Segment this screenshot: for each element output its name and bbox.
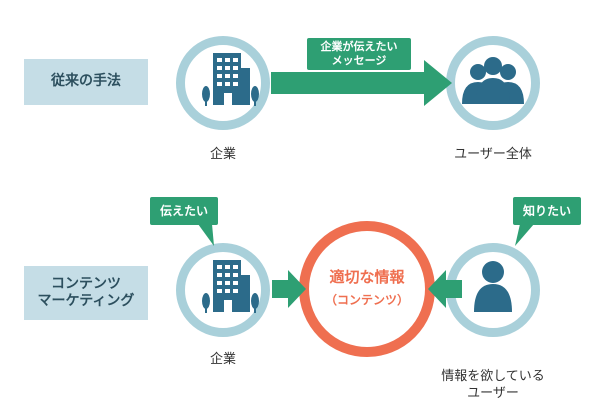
building-icon — [202, 53, 259, 106]
message-arrow-label-text: 企業が伝えたい メッセージ — [320, 40, 398, 67]
traditional-label: 従来の手法 — [24, 59, 148, 105]
building-icon-bottom — [202, 260, 259, 313]
company-caption-top-text: 企業 — [209, 147, 236, 162]
user-speech-bubble: 知りたい — [513, 197, 581, 225]
content-marketing-label-text: コンテンツ マーケティング — [37, 275, 135, 310]
company-speech-bubble: 伝えたい — [150, 197, 218, 225]
content-center-text: 適切な情報 （コンテンツ） — [309, 266, 425, 308]
top-arrow — [271, 60, 452, 106]
users-caption-top-text: ユーザー全体 — [454, 147, 532, 162]
content-center-sub: （コンテンツ） — [324, 293, 409, 307]
content-marketing-label: コンテンツ マーケティング — [24, 266, 148, 320]
message-arrow-label: 企業が伝えたい メッセージ — [307, 38, 411, 70]
user-icon — [474, 261, 512, 312]
user-bubble-tail — [515, 224, 534, 246]
company-bubble-tail — [198, 224, 214, 246]
company-caption-bottom-text: 企業 — [209, 352, 236, 367]
content-center-title: 適切な情報 — [329, 268, 405, 286]
users-group-icon — [462, 57, 524, 104]
company-caption-bottom: 企業 — [183, 352, 263, 369]
company-caption-top: 企業 — [183, 147, 263, 164]
traditional-label-text: 従来の手法 — [51, 73, 121, 90]
users-caption-top: ユーザー全体 — [443, 147, 543, 164]
user-caption-bottom-text: 情報を欲している ユーザー — [441, 368, 545, 401]
right-to-center-arrow — [428, 270, 462, 308]
left-to-center-arrow — [272, 270, 306, 308]
company-speech-bubble-text: 伝えたい — [159, 203, 208, 218]
user-speech-bubble-text: 知りたい — [522, 203, 571, 218]
user-caption-bottom: 情報を欲している ユーザー — [423, 352, 563, 403]
